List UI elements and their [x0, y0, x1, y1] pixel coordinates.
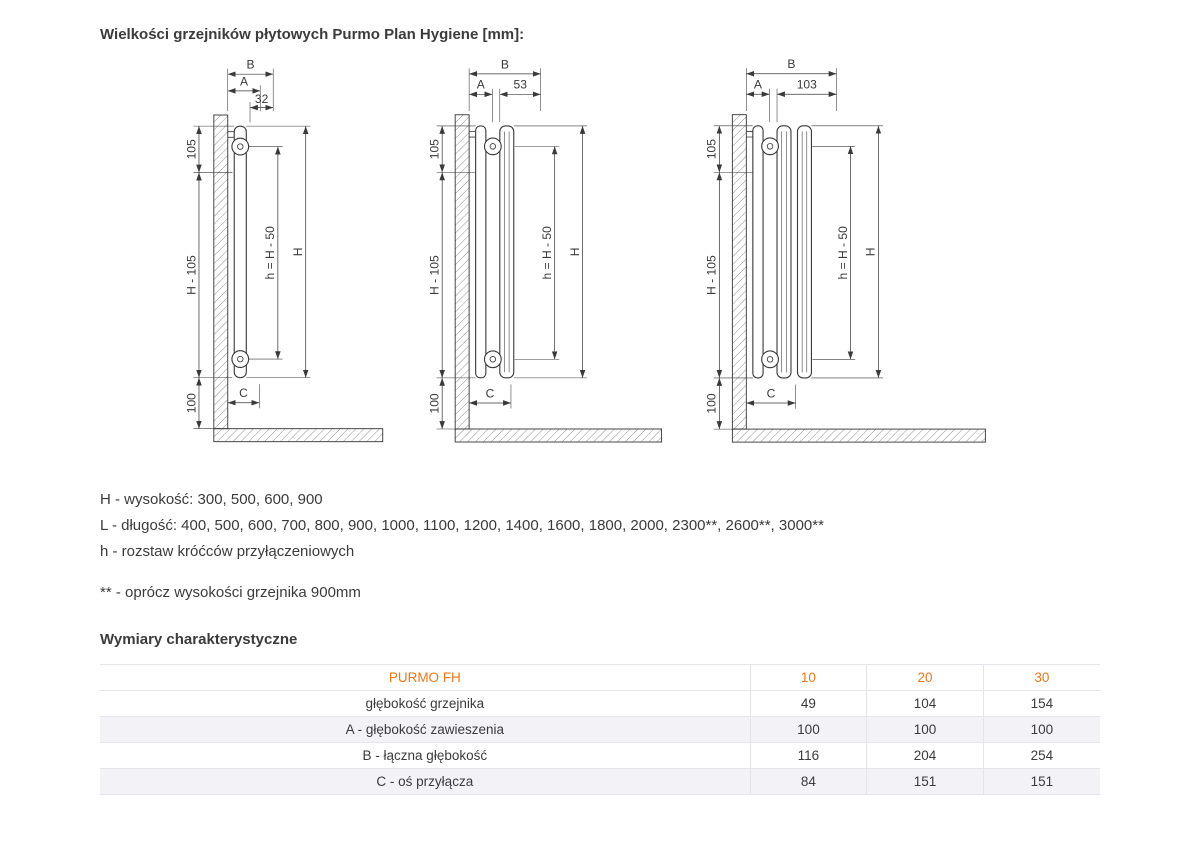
- table-header-product: PURMO FH: [100, 664, 751, 691]
- row-value: 100: [749, 716, 867, 743]
- dim-label-bottom-clearance: 100: [427, 393, 441, 413]
- wall: [731, 114, 747, 430]
- note-height: H - wysokość: 300, 500, 600, 900: [100, 491, 323, 508]
- row-label: A - głębokość zawieszenia: [100, 716, 751, 743]
- radiator-panels: [746, 125, 812, 379]
- dim-label-c: C: [239, 386, 248, 400]
- dimension-lines: [193, 68, 311, 429]
- table-header-row: PURMO FH 10 20 30: [100, 664, 1100, 691]
- radiator-panel: [227, 125, 250, 379]
- dim-label-mid: H - 105: [184, 255, 198, 295]
- dim-label-b: B: [787, 57, 795, 71]
- dim-label-a: A: [754, 78, 763, 92]
- dimension-labels: B A 103 105 H - 105 100 h = H - 50 H C: [705, 57, 878, 413]
- dimension-notes: H - wysokość: 300, 500, 600, 900 L - dłu…: [100, 491, 1100, 601]
- dim-label-depth: 53: [514, 78, 528, 92]
- dim-label-height: H: [864, 248, 878, 257]
- dim-label-top-offset: 105: [427, 139, 441, 159]
- table-header-type-20: 20: [866, 664, 984, 691]
- row-value: 100: [866, 716, 984, 743]
- dim-label-height: H: [291, 248, 305, 257]
- dim-label-c: C: [486, 386, 495, 400]
- dim-label-top-offset: 105: [184, 139, 198, 159]
- dim-label-height: H: [568, 248, 582, 257]
- table-row: B - łączna głębokość 116 204 254: [100, 742, 1100, 769]
- page-title: Wielkości grzejników płytowych Purmo Pla…: [100, 26, 525, 43]
- dim-label-b: B: [246, 58, 254, 72]
- drawing-type-30: B A 103 105 H - 105 100 h = H - 50 H C: [705, 57, 986, 443]
- row-value: 151: [982, 768, 1100, 795]
- dim-label-depth: 32: [255, 92, 269, 106]
- row-value: 151: [866, 768, 984, 795]
- row-value: 49: [749, 690, 867, 717]
- characteristic-dimensions-table: PURMO FH 10 20 30 głębokość grzejnika 49…: [100, 664, 1100, 795]
- wall: [213, 114, 229, 430]
- table-heading: Wymiary charakterystyczne: [100, 631, 298, 648]
- row-value: 204: [866, 742, 984, 769]
- dim-label-hub-spacing: h = H - 50: [540, 226, 554, 280]
- table-row: A - głębokość zawieszenia 100 100 100: [100, 716, 1100, 743]
- row-label: B - łączna głębokość: [100, 742, 751, 769]
- table-header-type-30: 30: [982, 664, 1100, 691]
- dim-label-hub-spacing: h = H - 50: [263, 226, 277, 280]
- drawing-type-20: B A 53 105 H - 105 100 h = H - 50 H C: [427, 57, 663, 443]
- radiator-panels: [469, 125, 515, 379]
- dimension-labels: B A 53 105 H - 105 100 h = H - 50 H C: [427, 57, 581, 413]
- row-label: C - oś przyłącza: [100, 768, 751, 795]
- row-value: 100: [982, 716, 1100, 743]
- dim-label-mid: H - 105: [705, 255, 719, 295]
- dimension-lines: [436, 68, 588, 430]
- dim-label-a: A: [477, 78, 486, 92]
- dim-label-depth: 103: [797, 78, 817, 92]
- footnote: ** - oprócz wysokości grzejnika 900mm: [100, 584, 361, 601]
- table-row: głębokość grzejnika 49 104 154: [100, 690, 1100, 717]
- floor: [454, 428, 663, 443]
- note-hub-spacing: h - rozstaw króćców przyłączeniowych: [100, 543, 355, 560]
- dim-label-bottom-clearance: 100: [705, 393, 719, 413]
- wall: [454, 114, 470, 430]
- floor: [731, 428, 986, 443]
- drawing-type-10: B A 32 105 H - 105 100 h = H - 50 H C: [184, 58, 384, 443]
- dim-label-bottom-clearance: 100: [184, 393, 198, 413]
- row-label: głębokość grzejnika: [100, 690, 751, 717]
- table-header-type-10: 10: [749, 664, 867, 691]
- dim-label-top-offset: 105: [705, 139, 719, 159]
- dimension-labels: B A 32 105 H - 105 100 h = H - 50 H C: [184, 58, 305, 414]
- technical-drawings: B A 32 105 H - 105 100 h = H - 50 H C: [100, 57, 1100, 457]
- dim-label-c: C: [767, 386, 776, 400]
- row-value: 116: [749, 742, 867, 769]
- floor: [213, 428, 384, 443]
- row-value: 84: [749, 768, 867, 795]
- dimension-lines: [713, 68, 884, 430]
- table-row: C - oś przyłącza 84 151 151: [100, 768, 1100, 795]
- row-value: 154: [982, 690, 1100, 717]
- note-length: L - długość: 400, 500, 600, 700, 800, 90…: [100, 517, 824, 534]
- row-value: 104: [866, 690, 984, 717]
- dim-label-a: A: [240, 74, 249, 88]
- dim-label-b: B: [501, 57, 509, 71]
- row-value: 254: [982, 742, 1100, 769]
- dim-label-hub-spacing: h = H - 50: [836, 226, 850, 280]
- dim-label-mid: H - 105: [427, 255, 441, 295]
